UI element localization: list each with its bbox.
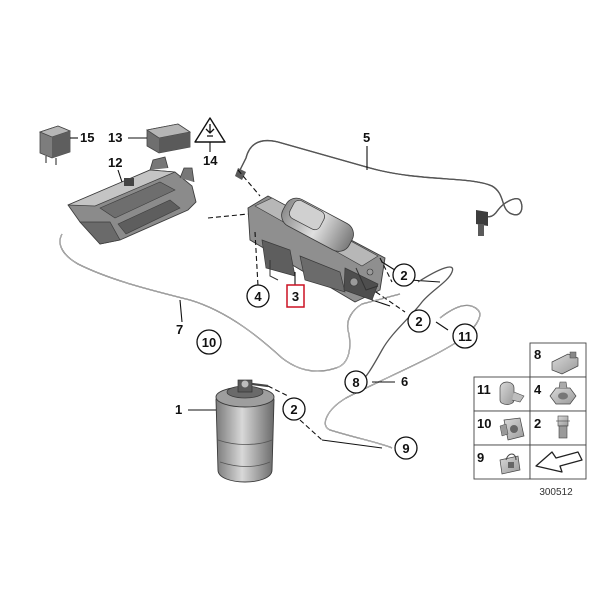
pressure-line-part-5	[235, 139, 523, 236]
clip-11-icon	[499, 381, 525, 405]
control-module-part-13	[145, 123, 192, 154]
direction-arrow-icon	[535, 451, 583, 473]
small-parts-legend: 8 11 4 10 2	[473, 342, 587, 480]
legend-label-10: 10	[477, 416, 491, 431]
callout-12: 12	[108, 155, 122, 170]
callout-13: 13	[108, 130, 122, 145]
fitting-2-icon	[556, 415, 570, 439]
relay-part-15	[38, 125, 72, 165]
svg-text:8: 8	[352, 375, 359, 390]
svg-text:9: 9	[402, 441, 409, 456]
callout-6: 6	[401, 374, 408, 389]
callout-7: 7	[176, 322, 183, 337]
callout-1: 1	[175, 402, 182, 417]
svg-text:3: 3	[292, 289, 299, 304]
nut-4-icon	[549, 381, 577, 405]
clip-9-icon	[499, 453, 521, 475]
svg-text:11: 11	[458, 329, 472, 344]
bracket-part-12	[67, 156, 197, 245]
callout-2-upper: 2	[392, 263, 416, 287]
connector-8-icon	[551, 351, 579, 375]
legend-label-4: 4	[534, 382, 542, 397]
legend-label-8: 8	[534, 347, 541, 362]
svg-text:2: 2	[400, 268, 407, 283]
callout-4: 4	[246, 284, 270, 308]
callout-8: 8	[344, 370, 368, 394]
callout-3-highlighted: 3	[286, 284, 305, 308]
pressure-line-part-7	[59, 233, 401, 372]
warning-triangle-icon	[194, 117, 226, 143]
air-spring-part-1	[215, 379, 275, 483]
svg-text:2: 2	[290, 402, 297, 417]
svg-text:4: 4	[254, 289, 262, 304]
clamp-10-icon	[499, 417, 525, 441]
legend-label-9: 9	[477, 450, 484, 465]
callout-15: 15	[80, 130, 94, 145]
callout-2-middle: 2	[407, 309, 431, 333]
callout-14: 14	[203, 153, 218, 168]
legend-label-11: 11	[477, 382, 491, 397]
svg-text:2: 2	[415, 314, 422, 329]
legend-label-2: 2	[534, 416, 541, 431]
callout-5: 5	[363, 130, 370, 145]
callout-10: 10	[196, 329, 222, 355]
svg-text:10: 10	[202, 335, 216, 350]
compressor-unit-part-3	[247, 195, 386, 303]
drawing-number: 300512	[539, 487, 573, 498]
callout-11: 11	[452, 323, 478, 349]
callout-2-lower: 2	[282, 397, 306, 421]
pressure-line-part-6	[324, 266, 481, 449]
callout-9: 9	[394, 436, 418, 460]
